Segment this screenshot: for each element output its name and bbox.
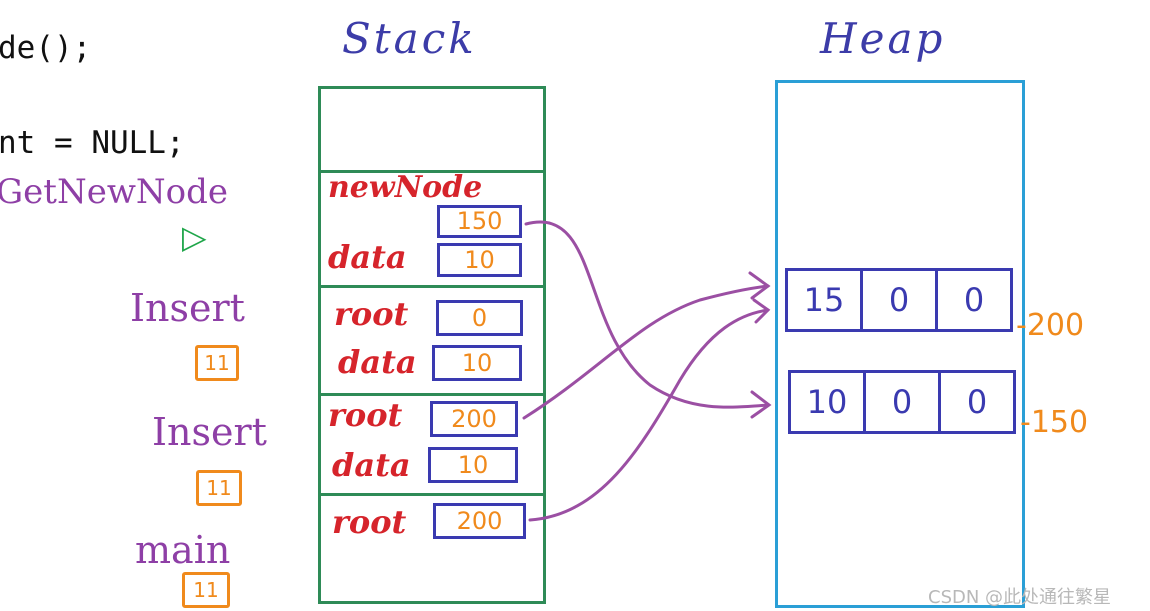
arrowhead-200-a xyxy=(748,271,771,300)
value-data-insert-bottom: 10 xyxy=(428,447,518,483)
value-root-main: 200 xyxy=(433,503,526,539)
heap-address-200: -200 xyxy=(1016,308,1085,343)
arrowhead-200-b xyxy=(752,298,771,324)
var-label-root-insert-bottom: root xyxy=(328,396,403,434)
heap-memory xyxy=(775,80,1025,608)
heap-address-150: -150 xyxy=(1020,405,1089,440)
value-data-insert-top: 10 xyxy=(432,345,522,381)
arrow-main-root-to-200 xyxy=(528,308,770,522)
frame-badge-insert-bottom: 11 xyxy=(196,470,242,506)
heap-node-150-right: 0 xyxy=(966,383,988,421)
var-label-data-getnewnode: data xyxy=(328,238,407,276)
value-root-insert-top: 0 xyxy=(436,300,523,336)
var-label-data-insert-top: data xyxy=(338,343,417,381)
frame-label-getnewnode: GetNewNode xyxy=(0,172,229,212)
value-root-insert-bottom: 200 xyxy=(430,401,518,437)
stack-title: Stack xyxy=(342,14,477,63)
arrowhead-150 xyxy=(750,390,772,419)
code-line-2: nt = NULL; xyxy=(0,125,185,161)
frame-label-insert-bottom: Insert xyxy=(152,410,267,454)
frame-badge-main: 11 xyxy=(182,572,230,608)
heap-node-200-left: 0 xyxy=(863,271,938,329)
heap-node-150-left: 0 xyxy=(866,373,941,431)
heap-node-200: 15 0 0 xyxy=(785,268,1013,332)
stack-memory xyxy=(318,86,546,604)
stack-divider-4 xyxy=(318,493,546,496)
play-marker-icon: ▷ xyxy=(182,218,207,256)
value-newnode: 150 xyxy=(437,205,522,238)
arrow-insert-root-to-200 xyxy=(522,284,770,420)
value-data-getnewnode: 10 xyxy=(437,243,522,277)
var-label-data-insert-bottom: data xyxy=(332,446,411,484)
stack-divider-2 xyxy=(318,285,546,288)
var-label-newnode: newNode xyxy=(328,170,483,205)
stack-divider-3 xyxy=(318,393,546,396)
arrow-newnode-to-150 xyxy=(524,220,770,409)
watermark: CSDN @此处通往繁星 xyxy=(928,587,1112,608)
code-line-1: de(); xyxy=(0,30,92,66)
var-label-root-insert-top: root xyxy=(334,295,409,333)
frame-label-main: main xyxy=(135,528,231,572)
frame-label-insert-top: Insert xyxy=(130,286,245,330)
heap-title: Heap xyxy=(820,14,946,63)
frame-badge-insert-top: 11 xyxy=(195,345,239,381)
heap-node-200-right: 0 xyxy=(963,281,985,319)
stack-divider-1 xyxy=(318,170,546,173)
heap-node-150-data: 10 xyxy=(791,373,866,431)
var-label-root-main: root xyxy=(332,503,407,541)
heap-node-150: 10 0 0 xyxy=(788,370,1016,434)
heap-node-200-data: 15 xyxy=(788,271,863,329)
